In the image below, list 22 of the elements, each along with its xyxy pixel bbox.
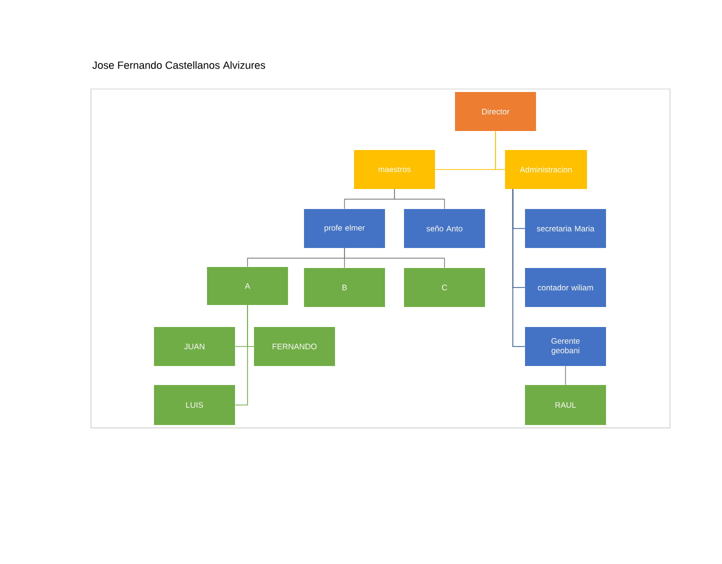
- org-box: contador wiliam: [525, 268, 606, 307]
- org-box: B: [304, 268, 385, 307]
- org-box: Gerente geobani: [525, 327, 606, 366]
- org-box: maestros: [354, 150, 435, 189]
- org-box: profe elmer: [304, 208, 385, 248]
- org-box: RAUL: [525, 384, 606, 425]
- org-box: C: [404, 268, 485, 307]
- connector-line: [512, 188, 526, 347]
- connector-line: [565, 366, 566, 386]
- connector-line: [344, 248, 445, 268]
- org-box: secretaria Maria: [525, 208, 606, 248]
- org-box: Director: [455, 92, 536, 131]
- org-box: A: [207, 267, 288, 305]
- title: Jose Fernando Castellanos Alvizures: [92, 61, 266, 69]
- connector-line: [234, 304, 248, 406]
- org-box: JUAN: [154, 327, 235, 366]
- org-box: seño Anto: [404, 208, 485, 248]
- connector-line: [495, 130, 506, 170]
- connector-line: [394, 188, 445, 210]
- org-box: Administracion: [505, 150, 587, 189]
- org-box: LUIS: [154, 384, 235, 425]
- org-box: FERNANDO: [254, 327, 335, 366]
